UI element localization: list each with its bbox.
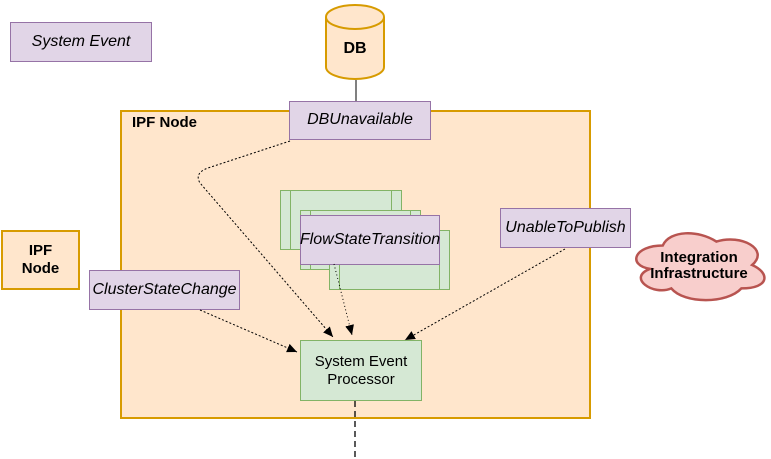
flow-state-transition-label: FlowStateTransition — [299, 230, 441, 248]
system-event-legend[interactable]: System Event — [10, 22, 152, 62]
integration-infrastructure-label: Integration Infrastructure — [650, 248, 748, 282]
system-event-processor[interactable]: System Event Processor — [300, 340, 422, 401]
cluster-state-change-label: ClusterStateChange — [92, 280, 237, 298]
ipf-node-small-label: IPF Node — [21, 242, 60, 277]
system-event-label: System Event — [31, 32, 131, 50]
system-event-processor-label: System Event Processor — [314, 352, 408, 388]
db-label: DB — [343, 40, 367, 57]
unable-to-publish-event[interactable]: UnableToPublish — [500, 208, 631, 248]
ipf-node-small[interactable]: IPF Node — [1, 230, 80, 290]
cloud-shape-icon — [635, 232, 766, 302]
db-cylinder[interactable]: DB — [325, 4, 385, 80]
cluster-state-change-event[interactable]: ClusterStateChange — [89, 270, 240, 310]
flow-state-transition-event[interactable]: FlowStateTransition — [300, 215, 440, 265]
db-unavailable-event[interactable]: DBUnavailable — [289, 101, 431, 140]
db-unavailable-label: DBUnavailable — [307, 111, 413, 129]
ipf-node-container-label: IPF Node — [132, 114, 198, 131]
integration-infrastructure-cloud[interactable]: Integration Infrastructure — [624, 222, 771, 310]
cylinder-shape-icon — [325, 4, 385, 80]
unable-to-publish-label: UnableToPublish — [505, 218, 626, 236]
